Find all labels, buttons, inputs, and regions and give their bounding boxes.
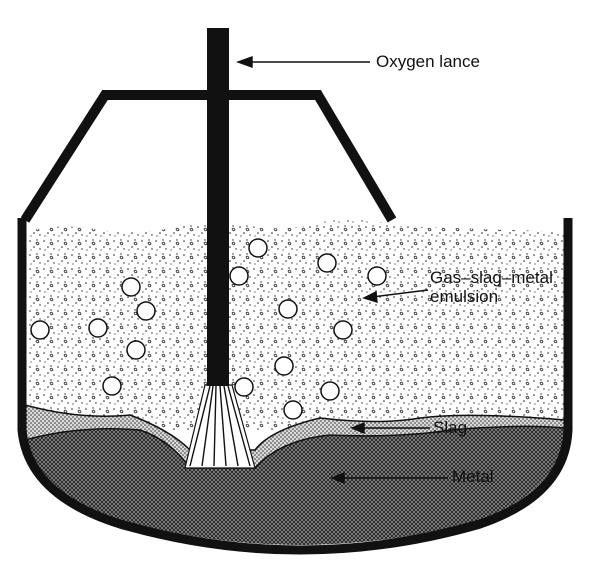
emulsion-label: Gas–slag–metal emulsion [430, 268, 553, 306]
vessel-body [17, 218, 573, 555]
metal-region [25, 425, 565, 545]
emulsion-label-line1: Gas–slag–metal [430, 268, 553, 287]
metal-label: Metal [452, 467, 494, 486]
slag-label: Slag [433, 418, 468, 437]
oxygen-lance [207, 28, 229, 386]
emulsion-label-line2: emulsion [430, 287, 499, 306]
gas-bubbles [30, 238, 387, 420]
emulsion-region [25, 220, 565, 430]
oxygen-lance-label: Oxygen lance [376, 52, 480, 71]
